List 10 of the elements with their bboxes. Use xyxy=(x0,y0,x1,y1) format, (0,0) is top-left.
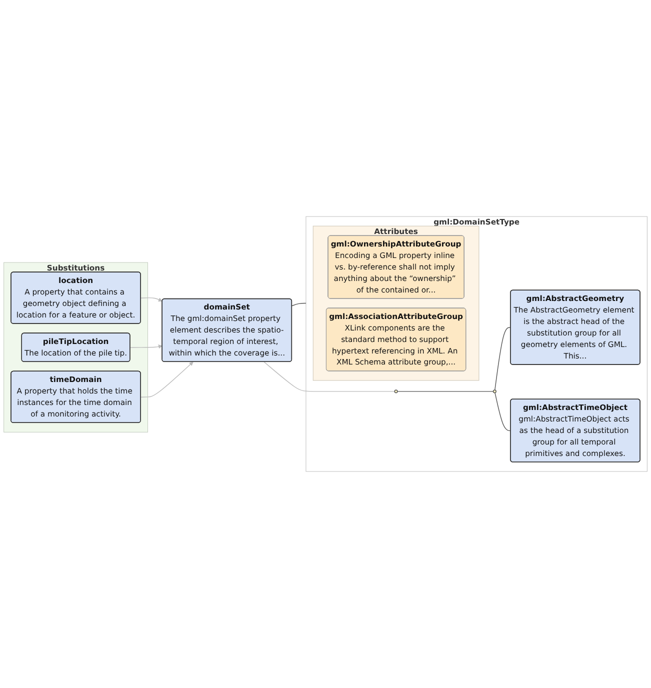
arrow xyxy=(140,297,162,302)
connector xyxy=(264,362,395,392)
connector xyxy=(397,391,494,392)
connector xyxy=(494,327,511,390)
node-circle xyxy=(394,390,398,394)
connector xyxy=(291,302,306,306)
arrow xyxy=(130,344,162,349)
arrow xyxy=(140,362,194,398)
node-circle xyxy=(492,390,496,394)
connector xyxy=(494,392,511,432)
